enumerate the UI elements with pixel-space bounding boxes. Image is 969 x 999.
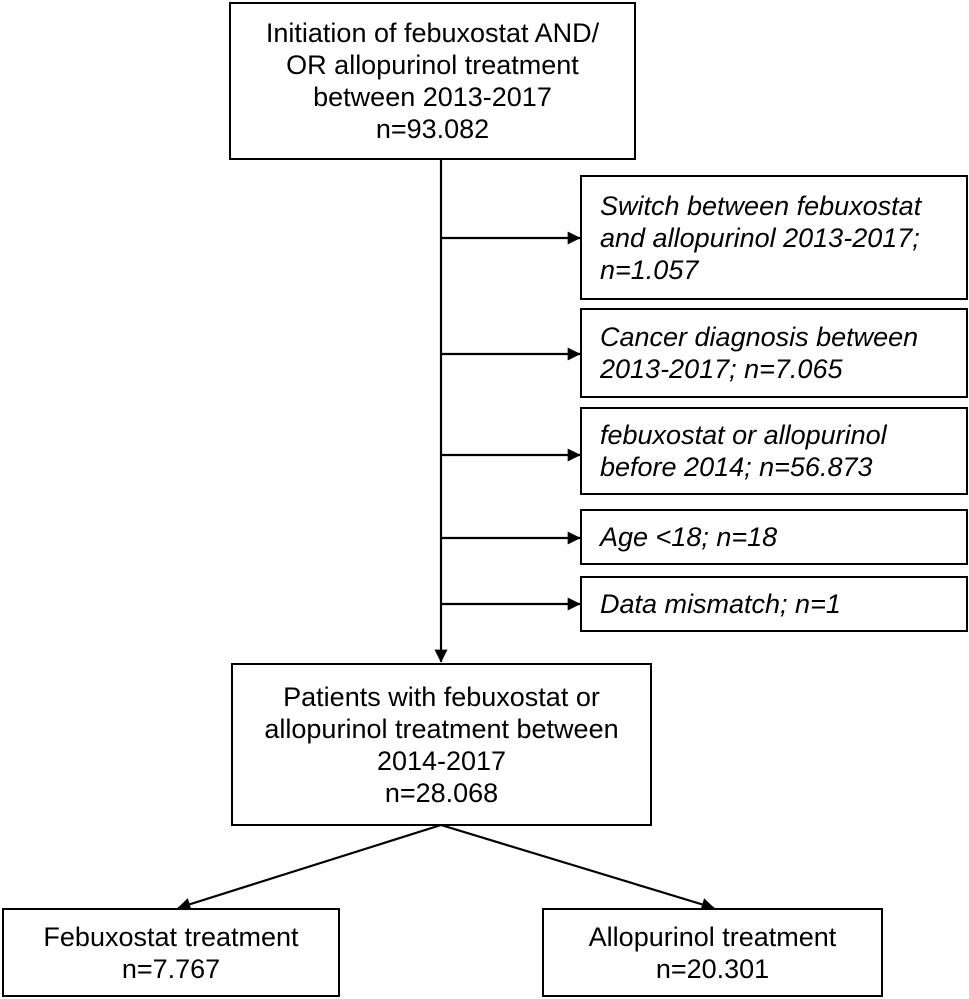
initiation-line-2: OR allopurinol treatment — [286, 50, 579, 80]
allopurinol-box: Allopurinol treatment n=20.301 — [542, 908, 883, 997]
exclusion-box-cancer: Cancer diagnosis between 2013-2017; n=7.… — [580, 308, 968, 398]
exclusion-switch-line-1: Switch between febuxostat — [600, 190, 922, 221]
exclusion-cancer-line-1: Cancer diagnosis between — [600, 322, 919, 352]
split-arrow-allopurinol — [440, 823, 715, 911]
initiation-box: Initiation of febuxostat AND/ OR allopur… — [229, 2, 636, 160]
exclusion-age-line: Age <18; n=18 — [600, 522, 778, 552]
cohort-line-3: 2014-2017 — [376, 745, 507, 776]
exclusion-switch-count: n=1.057 — [600, 254, 699, 285]
febuxostat-box: Febuxostat treatment n=7.767 — [2, 908, 340, 997]
exclusion-mismatch-line: Data mismatch; n=1 — [600, 589, 841, 619]
exclusion-box-before-2014: febuxostat or allopurinol before 2014; n… — [580, 407, 968, 495]
exclusion-cancer-line-2: 2013-2017; n=7.065 — [600, 354, 843, 384]
initiation-count: n=93.082 — [375, 114, 490, 144]
exclusion-before-2014-line-1: febuxostat or allopurinol — [600, 420, 887, 450]
exclusion-box-mismatch: Data mismatch; n=1 — [580, 576, 968, 632]
febuxostat-count: n=7.767 — [121, 953, 221, 984]
allopurinol-count: n=20.301 — [655, 953, 770, 984]
cohort-box: Patients with febuxostat or allopurinol … — [231, 663, 652, 826]
split-arrow-febuxostat — [177, 823, 442, 911]
cohort-line-2: allopurinol treatment between — [264, 713, 619, 744]
cohort-count: n=28.068 — [384, 777, 499, 808]
exclusion-switch-line-2: and allopurinol 2013-2017; — [600, 222, 920, 253]
initiation-line-1: Initiation of febuxostat AND/ — [265, 18, 600, 48]
cohort-line-1: Patients with febuxostat or — [283, 681, 600, 712]
allopurinol-label: Allopurinol treatment — [588, 921, 837, 952]
febuxostat-label: Febuxostat treatment — [43, 921, 299, 952]
exclusion-box-age: Age <18; n=18 — [580, 509, 968, 565]
exclusion-before-2014-line-2: before 2014; n=56.873 — [600, 452, 873, 482]
exclusion-box-switch: Switch between febuxostat and allopurino… — [580, 175, 968, 300]
initiation-line-3: between 2013-2017 — [313, 82, 552, 112]
